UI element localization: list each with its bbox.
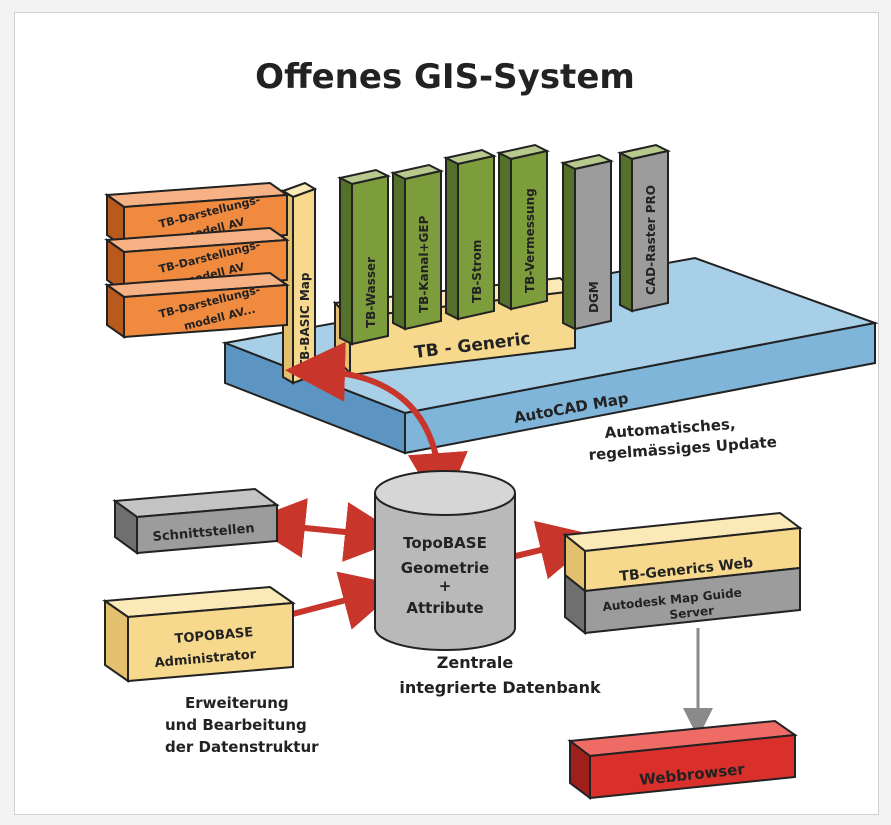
database-line4: Attribute [406, 599, 483, 617]
database-line3: + [439, 577, 452, 595]
module-front [631, 149, 669, 313]
module-front [574, 159, 612, 331]
module-column-2: TB-Strom [443, 148, 497, 321]
database-caption-line1: Zentrale [437, 653, 514, 672]
module-side [619, 151, 633, 313]
module-column-4: DGM [560, 153, 614, 331]
diagram-frame: Offenes GIS-System AutoCAD Map TB - Gene… [14, 12, 879, 815]
admin-caption-line1: Erweiterung [185, 694, 289, 712]
module-column-3: TB-Vermessung [496, 143, 550, 311]
database-line2: Geometrie [401, 559, 489, 577]
module-side [498, 151, 512, 311]
admin-caption-line2: und Bearbeitung [165, 716, 307, 734]
module-column-5: CAD-Raster PRO [617, 143, 671, 313]
module-label: TB-Vermessung [523, 188, 537, 293]
administrator-box: TOPOBASE Administrator [102, 585, 296, 683]
darstellungsmodell-stack: TB-Darstellungs-modell AVTB-Darstellungs… [104, 181, 290, 339]
module-column-0: TB-Wasser [337, 168, 391, 346]
mapguide-line2: Server [669, 603, 715, 622]
module-front [404, 169, 442, 331]
database-line1: TopoBASE [403, 534, 487, 552]
module-front [510, 149, 548, 311]
module-side [562, 161, 576, 331]
gis-system-diagram: Offenes GIS-System AutoCAD Map TB - Gene… [102, 57, 878, 800]
administrator-line1: TOPOBASE [174, 625, 254, 647]
module-label: TB-Wasser [364, 257, 378, 328]
module-label: CAD-Raster PRO [644, 185, 658, 295]
module-front [351, 174, 389, 346]
webbrowser-box: Webbrowser [567, 719, 798, 800]
module-front [457, 154, 495, 321]
basic-map-label: TB-BASIC Map [298, 272, 312, 368]
administrator-caption: Erweiterung und Bearbeitung der Datenstr… [165, 694, 319, 756]
module-column-1: TB-Kanal+GEP [390, 163, 444, 331]
module-label: TB-Strom [470, 240, 484, 303]
web-server-stack: TB-Generics Web Autodesk Map Guide Serve… [562, 511, 803, 636]
administrator-arrow [284, 571, 403, 630]
topobase-database: TopoBASE Geometrie + Attribute Zentrale … [374, 470, 601, 697]
module-label: TB-Kanal+GEP [417, 215, 431, 313]
stack-front [123, 283, 288, 339]
module-columns: TB-Wasser TB-Kanal+GEP TB-Strom TB-Vermessu… [337, 143, 671, 346]
darstellungsmodell-box-0: TB-Darstellungs-modell AV [104, 181, 290, 249]
database-caption-line2: integrierte Datenbank [399, 678, 601, 697]
darstellungsmodell-box-1: TB-Darstellungs-modell AV [104, 226, 290, 294]
module-side [392, 171, 406, 331]
admin-caption-line3: der Datenstruktur [165, 738, 319, 756]
module-label: DGM [587, 281, 601, 313]
diagram-title: Offenes GIS-System [255, 57, 635, 97]
darstellungsmodell-box-2: TB-Darstellungs-modell AV... [104, 271, 290, 339]
update-caption: Automatisches, regelmässiges Update [588, 415, 777, 464]
module-side [339, 176, 353, 346]
schnittstellen-arrow [245, 498, 405, 562]
schnittstellen-box: Schnittstellen [112, 487, 280, 555]
update-arrow [285, 341, 468, 513]
module-side [445, 156, 459, 321]
